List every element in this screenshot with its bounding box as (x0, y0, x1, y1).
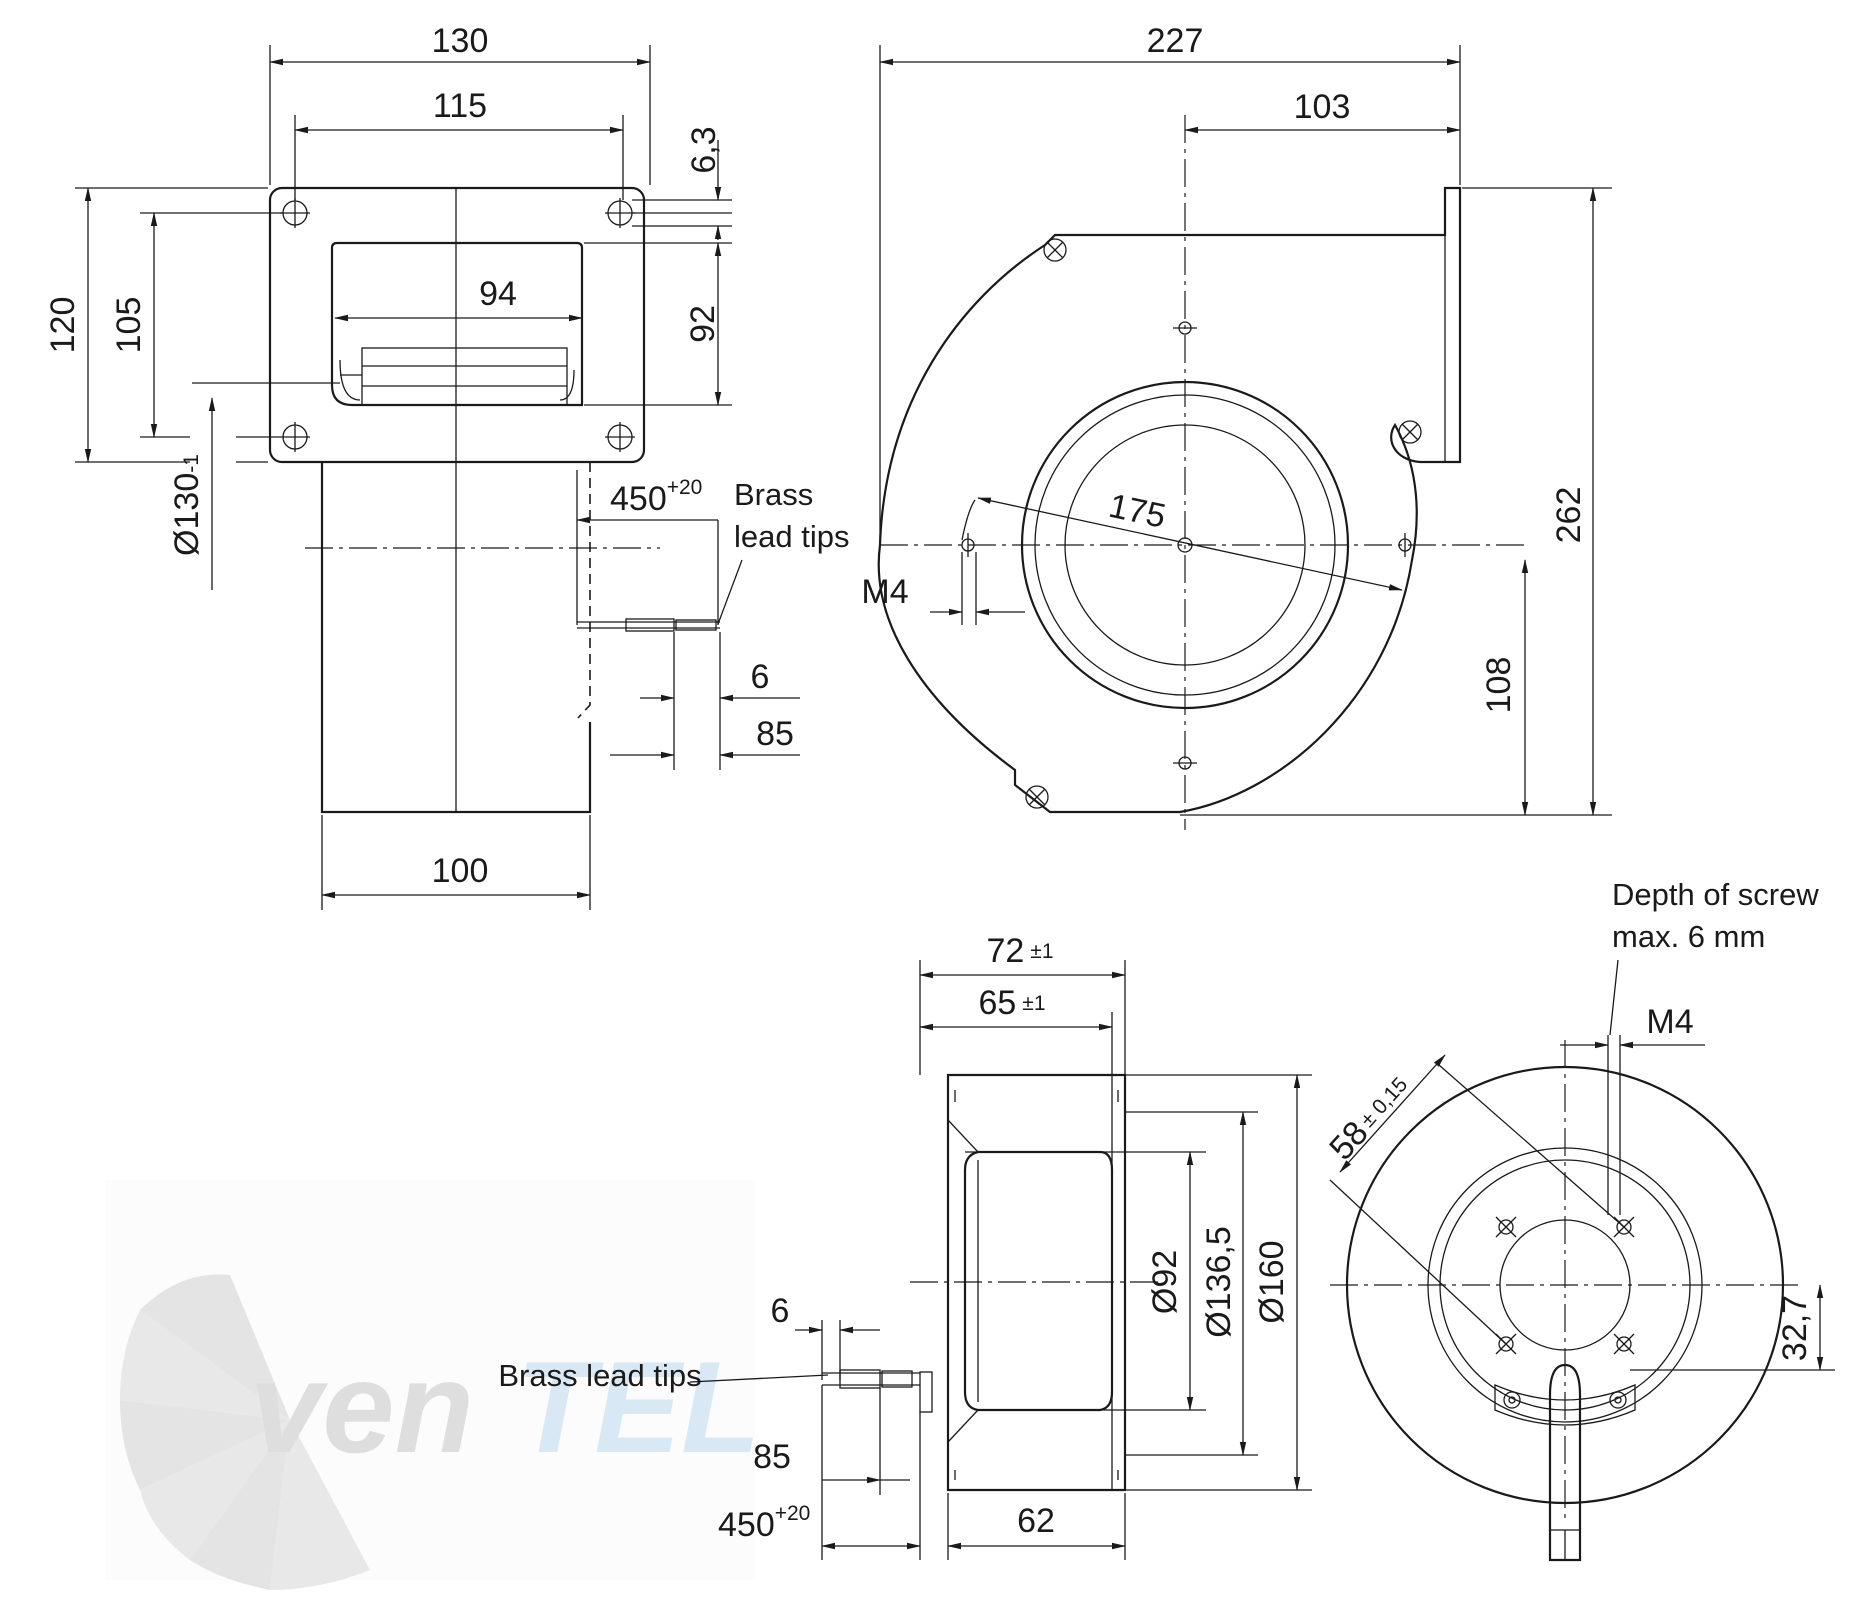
dim-100: 100 (432, 852, 489, 890)
dim-262: 262 (1550, 487, 1588, 544)
side-view: 227 103 175 M4 262 108 (861, 22, 1612, 830)
brass-lead-tips-label-bottom: Brass lead tips (498, 1358, 701, 1393)
flange-hole-icon (605, 198, 635, 228)
dim-dia160: Ø160 (1253, 1240, 1291, 1323)
dim-120: 120 (44, 297, 82, 354)
dim-108: 108 (1480, 657, 1518, 714)
bracket-screw-icon (1609, 1391, 1627, 1409)
dim-6-bottom: 6 (771, 1292, 790, 1330)
dim-dia92: Ø92 (1146, 1250, 1184, 1314)
ventel-watermark: ven TEL (105, 1180, 761, 1590)
dim-450-bottom: 450+20 (718, 1502, 810, 1544)
watermark-text-ven: ven (250, 1334, 474, 1480)
front-view: 130 115 94 120 105 Ø130-1 6,3 (44, 22, 849, 910)
dim-65: 65±1 (978, 984, 1045, 1022)
flange-hole-icon (280, 198, 310, 228)
dim-94: 94 (479, 275, 517, 313)
screw-x-icon (1025, 785, 1049, 809)
dim-m4-side: M4 (861, 573, 908, 611)
screw-x-icon (1398, 420, 1422, 444)
threaded-hole-icon (1495, 1216, 1517, 1238)
dim-dia136-5: Ø136,5 (1200, 1226, 1238, 1338)
dim-227: 227 (1147, 22, 1204, 60)
flange-hole-icon (605, 422, 635, 452)
dim-85-bottom: 85 (753, 1438, 791, 1476)
screw-x-icon (1043, 238, 1067, 262)
dim-103: 103 (1294, 88, 1351, 126)
flange-hole-icon (280, 422, 310, 452)
dim-m4-rear: M4 (1646, 1003, 1693, 1041)
dim-85: 85 (756, 715, 794, 753)
dim-72: 72±1 (986, 932, 1053, 970)
threaded-hole-icon (1613, 1333, 1635, 1355)
bracket-screw-icon (1503, 1391, 1521, 1409)
dim-450: 450+20 (610, 476, 702, 518)
bottom-view: 72±1 65±1 Ø92 Ø136,5 Ø160 6 Brass lead t… (498, 932, 1312, 1560)
dim-58: 58± 0,15 (1322, 1068, 1417, 1168)
watermark-text-tel: TEL (515, 1334, 761, 1480)
dim-32-7: 32,7 (1776, 1295, 1814, 1361)
fan-logo-icon (120, 1274, 370, 1590)
dim-dia130: Ø130-1 (168, 454, 206, 556)
dim-130: 130 (432, 22, 489, 60)
dim-6-3: 6,3 (685, 126, 723, 173)
dim-92: 92 (684, 305, 722, 343)
dim-6: 6 (751, 658, 770, 696)
dim-105: 105 (110, 297, 148, 354)
dim-62: 62 (1017, 1502, 1055, 1540)
dim-115: 115 (433, 87, 487, 125)
